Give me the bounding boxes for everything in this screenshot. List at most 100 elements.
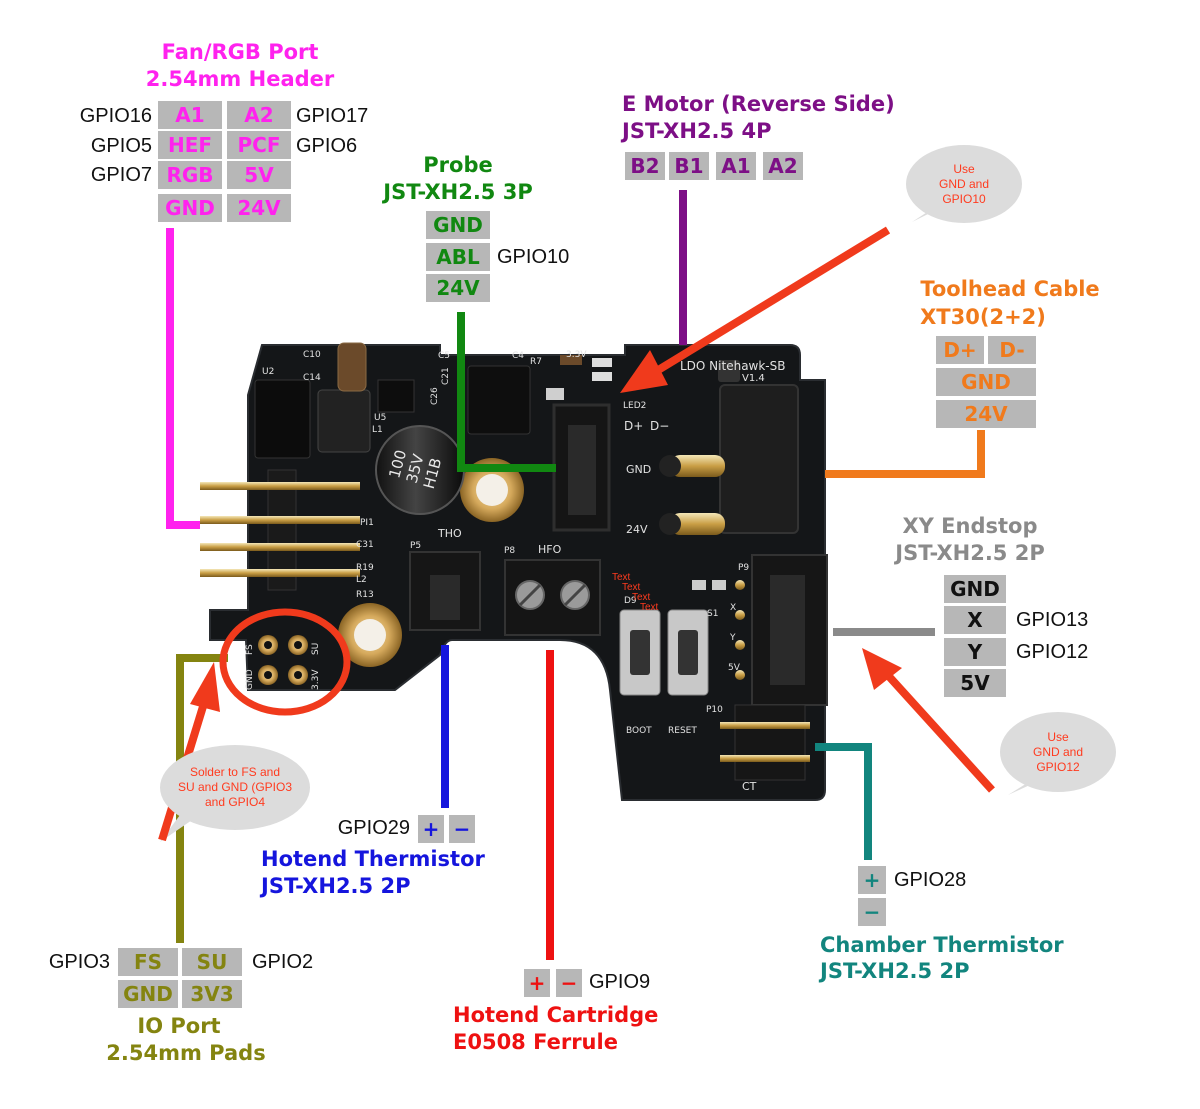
- silk-l2: L2: [356, 575, 367, 585]
- silk-s1: S1: [707, 609, 718, 619]
- fan-port-title: Fan/RGB Port: [161, 40, 319, 64]
- silk-fs: FS: [245, 644, 255, 655]
- fan-pin-a1: A1: [158, 101, 222, 129]
- stray-text: Text: [640, 602, 659, 613]
- io-gpio-fs: GPIO3: [48, 951, 110, 973]
- io-gpio-su: GPIO2: [252, 951, 314, 973]
- silk-board-name: LDO Nitehawk-SB: [680, 359, 786, 373]
- xt30-pin-end: [659, 513, 681, 535]
- fan-gpio-rgb: GPIO7: [90, 164, 152, 186]
- endstop-pad: [735, 610, 745, 620]
- bubble-tail: [160, 815, 195, 842]
- ic-u2: [254, 379, 311, 459]
- silk-u5: U5: [374, 413, 386, 423]
- silk-pi1: PI1: [360, 518, 374, 528]
- endstop-pad: [735, 580, 745, 590]
- silk-c5: C5: [438, 351, 450, 361]
- silk-d-plus: D+: [624, 419, 643, 433]
- probe-leader-line: [457, 312, 556, 472]
- cartridge-gpio: GPIO9: [589, 971, 651, 993]
- hotend-therm-title: Hotend Thermistor: [261, 847, 485, 871]
- emotor-pin-b1: B1: [669, 152, 709, 180]
- endstop-gpio-y: GPIO12: [1016, 641, 1089, 663]
- fan-gpio-hef: GPIO5: [90, 135, 152, 157]
- leader-lines: [166, 190, 985, 960]
- thermistor-connector-inner: [430, 575, 460, 620]
- endstop-pad: [735, 640, 745, 650]
- silk-su: SU: [311, 643, 321, 655]
- silk-c10: C10: [303, 350, 321, 360]
- chamber-pin-plus: +: [858, 866, 886, 894]
- cartridge-title: Hotend Cartridge: [453, 1003, 659, 1027]
- chamber-header: [734, 704, 806, 781]
- stray-text: Text: [612, 572, 631, 583]
- probe-pin-24v: 24V: [426, 274, 490, 302]
- header-pin: [200, 482, 360, 490]
- fan-gpio-pcf: GPIO6: [296, 135, 358, 157]
- toolhead-subtitle: XT30(2+2): [920, 305, 1046, 329]
- silk-tho: THO: [437, 527, 462, 540]
- hotend-therm-gpio: GPIO29: [337, 817, 410, 839]
- mounting-hole-center: [354, 619, 386, 651]
- cartridge-subtitle: E0508 Ferrule: [453, 1030, 618, 1054]
- silk-l1: L1: [372, 425, 383, 435]
- emotor-pin-a1: A1: [716, 152, 756, 180]
- silk-boot: BOOT: [626, 726, 652, 736]
- endstop-subtitle: JST-XH2.5 2P: [895, 541, 1045, 565]
- silk-y: Y: [729, 633, 736, 643]
- stray-text: Text: [622, 582, 641, 593]
- io-pads-highlight-circle: [219, 608, 351, 716]
- endstop-gpio-x: GPIO13: [1016, 609, 1089, 631]
- endstop-pin-y: Y: [944, 638, 1006, 666]
- io-note-bubble: Solder to FS and SU and GND (GPIO3 and G…: [160, 745, 310, 830]
- silk-c21: C21: [441, 367, 451, 385]
- silk-led2: LED2: [623, 401, 646, 411]
- silk-d9: D9: [624, 596, 637, 606]
- silk-gnd: GND: [626, 463, 651, 476]
- screw-slot: [518, 583, 542, 607]
- capacitor-smd: [337, 342, 367, 392]
- chamber-subtitle: JST-XH2.5 2P: [820, 959, 970, 983]
- header-pin: [200, 543, 360, 551]
- ic-u5: [377, 379, 415, 413]
- endstop-arrow-shaft: [882, 669, 995, 793]
- reset-button-cap: [678, 630, 698, 675]
- screw-slot: [563, 583, 587, 607]
- probe-subtitle: JST-XH2.5 3P: [383, 180, 533, 204]
- io-pin-3v3: 3V3: [182, 980, 242, 1008]
- silk-d-minus: D−: [650, 419, 669, 433]
- header-pin: [200, 516, 360, 524]
- boot-button-cap: [630, 630, 650, 675]
- silk-3v3-pad: 3.3V: [311, 669, 321, 690]
- header-pin: [720, 722, 810, 729]
- chamber-leader-line: [815, 743, 872, 860]
- fan-pin-gnd: GND: [158, 194, 222, 222]
- fan-pin-a2: A2: [227, 101, 291, 129]
- endstop-connector-inner: [770, 575, 805, 685]
- silk-c14: C14: [303, 373, 321, 383]
- inductor-l1: [317, 389, 371, 453]
- silk-p9: P9: [738, 563, 749, 573]
- io-pad-hole: [264, 641, 272, 649]
- toolhead-title: Toolhead Cable: [920, 277, 1100, 301]
- fan-leader-line: [166, 228, 200, 529]
- endstop-pin-x: X: [944, 606, 1006, 634]
- silk-ct: CT: [742, 780, 757, 793]
- silk-gnd-pad: GND: [245, 669, 255, 690]
- io-pad-hole: [294, 671, 302, 679]
- silk-u2: U2: [262, 367, 274, 377]
- toolhead-pin-dminus: D-: [988, 336, 1036, 364]
- io-subtitle: 2.54mm Pads: [106, 1041, 266, 1065]
- silk-hfo: HFO: [538, 543, 562, 556]
- stray-text: Text: [632, 592, 651, 603]
- xt30-pin: [670, 513, 725, 535]
- hotend-therm-pin-minus: −: [449, 815, 475, 843]
- silk-3v3: 3.3V: [566, 350, 587, 360]
- emotor-pin-a2: A2: [763, 152, 803, 180]
- silk-24v: 24V: [626, 523, 648, 536]
- smd-part: [592, 358, 612, 367]
- endstop-title: XY Endstop: [902, 514, 1038, 538]
- probe-arrow-head: [620, 350, 668, 393]
- smd-part: [692, 580, 706, 590]
